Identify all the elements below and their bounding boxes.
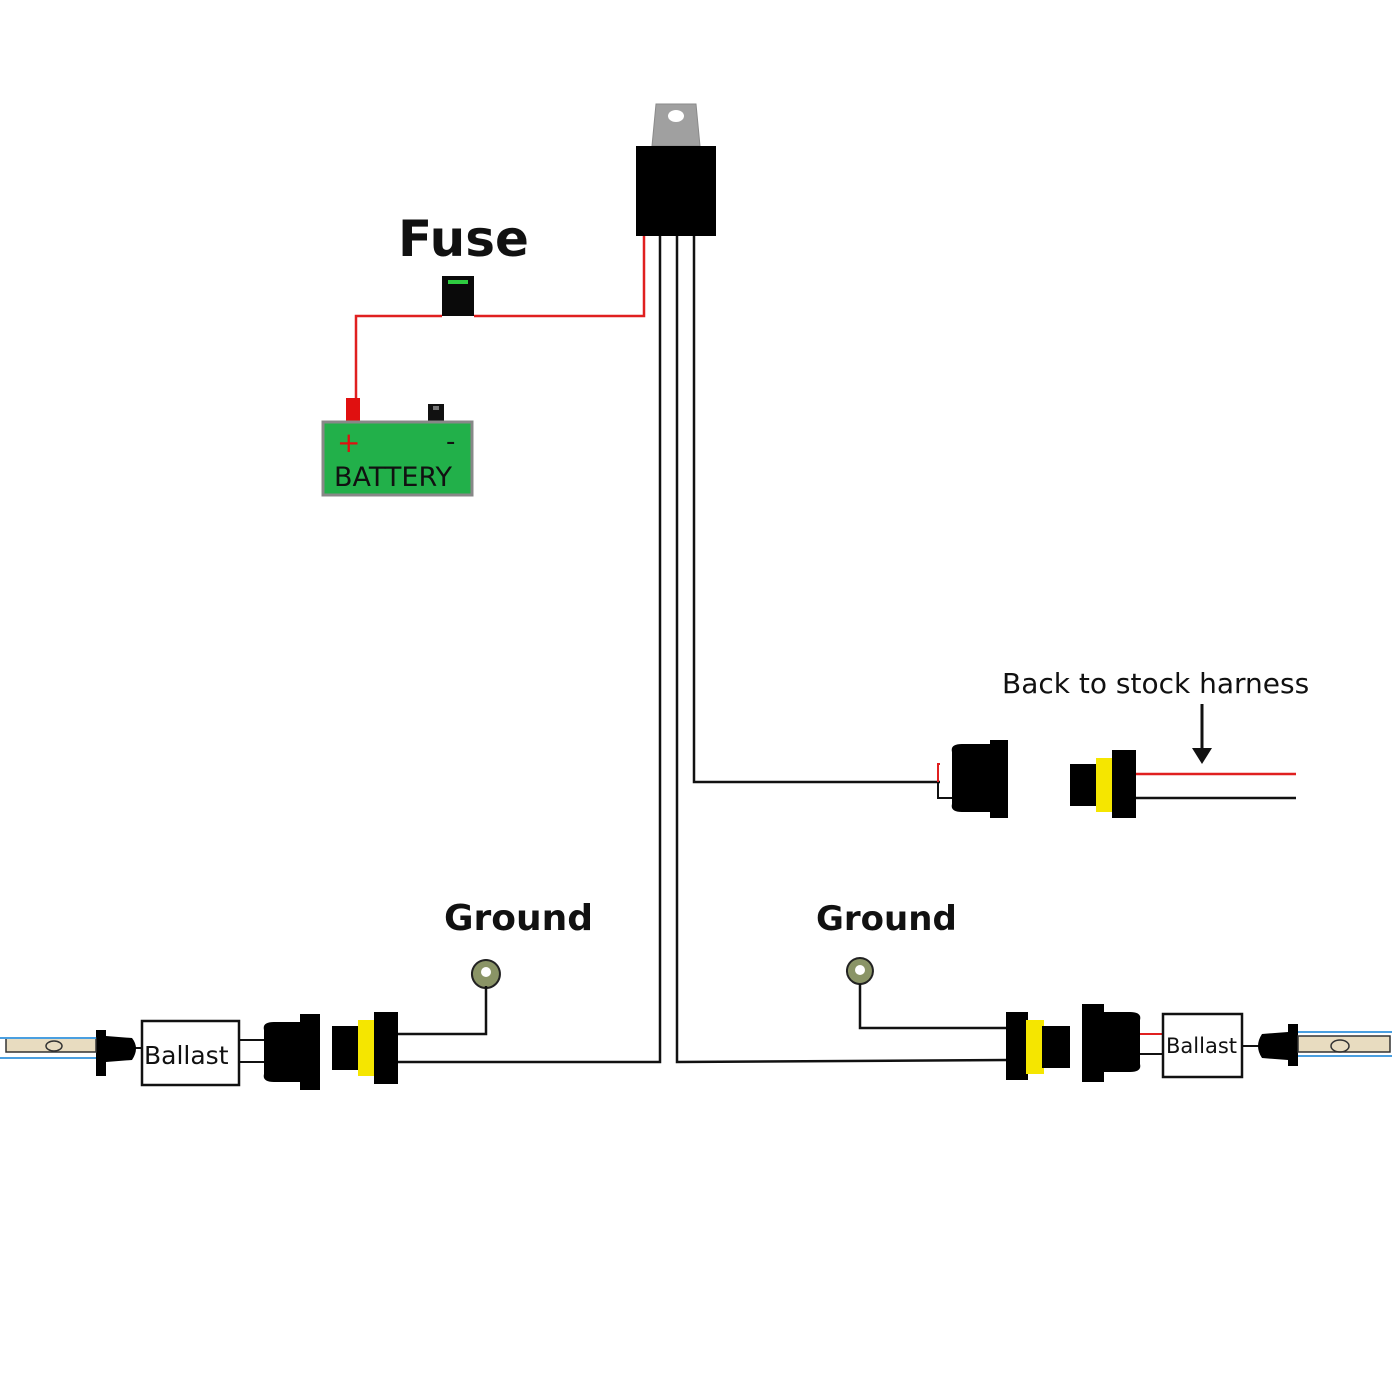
ring-terminal-icon xyxy=(845,957,1008,1030)
fuse-icon xyxy=(442,276,474,316)
stock-connector-male xyxy=(937,740,1008,818)
fuse-label: Fuse xyxy=(398,210,529,268)
left-ballast xyxy=(140,1019,241,1087)
hid-bulb-icon xyxy=(0,1030,142,1076)
back-to-stock-label: Back to stock harness xyxy=(1002,667,1309,700)
right-ballast-wires xyxy=(1140,1033,1164,1055)
ground-right-label: Ground xyxy=(816,899,957,939)
power-wire xyxy=(474,236,646,318)
ballast-left-label: Ballast xyxy=(144,1041,229,1070)
ballast-right-label: Ballast xyxy=(1166,1034,1237,1058)
ring-terminal-icon xyxy=(398,959,501,1036)
battery-minus-label: - xyxy=(446,427,455,457)
battery-label: BATTERY xyxy=(334,462,453,493)
ground-left-label: Ground xyxy=(444,898,593,939)
trigger-wire xyxy=(692,236,940,784)
stock-harness-wires xyxy=(1136,772,1296,800)
right-feed-wire xyxy=(675,236,1009,1064)
relay-icon xyxy=(636,103,716,236)
right-connector-male xyxy=(1082,1004,1141,1082)
left-ballast-wires xyxy=(240,1039,264,1063)
battery-plus-label: + xyxy=(337,426,360,459)
left-connector-female xyxy=(332,1012,398,1084)
arrow-down-icon xyxy=(1192,704,1212,764)
left-connector-male xyxy=(263,1014,320,1090)
battery-icon xyxy=(321,398,474,497)
hid-bulb-icon xyxy=(1242,1024,1392,1066)
right-ballast xyxy=(1161,1012,1244,1079)
stock-connector-female xyxy=(1070,750,1136,818)
relay-wires xyxy=(354,236,1009,1064)
right-connector-female xyxy=(1006,1012,1070,1080)
left-feed-wire xyxy=(398,236,662,1064)
battery-wire xyxy=(354,314,442,400)
